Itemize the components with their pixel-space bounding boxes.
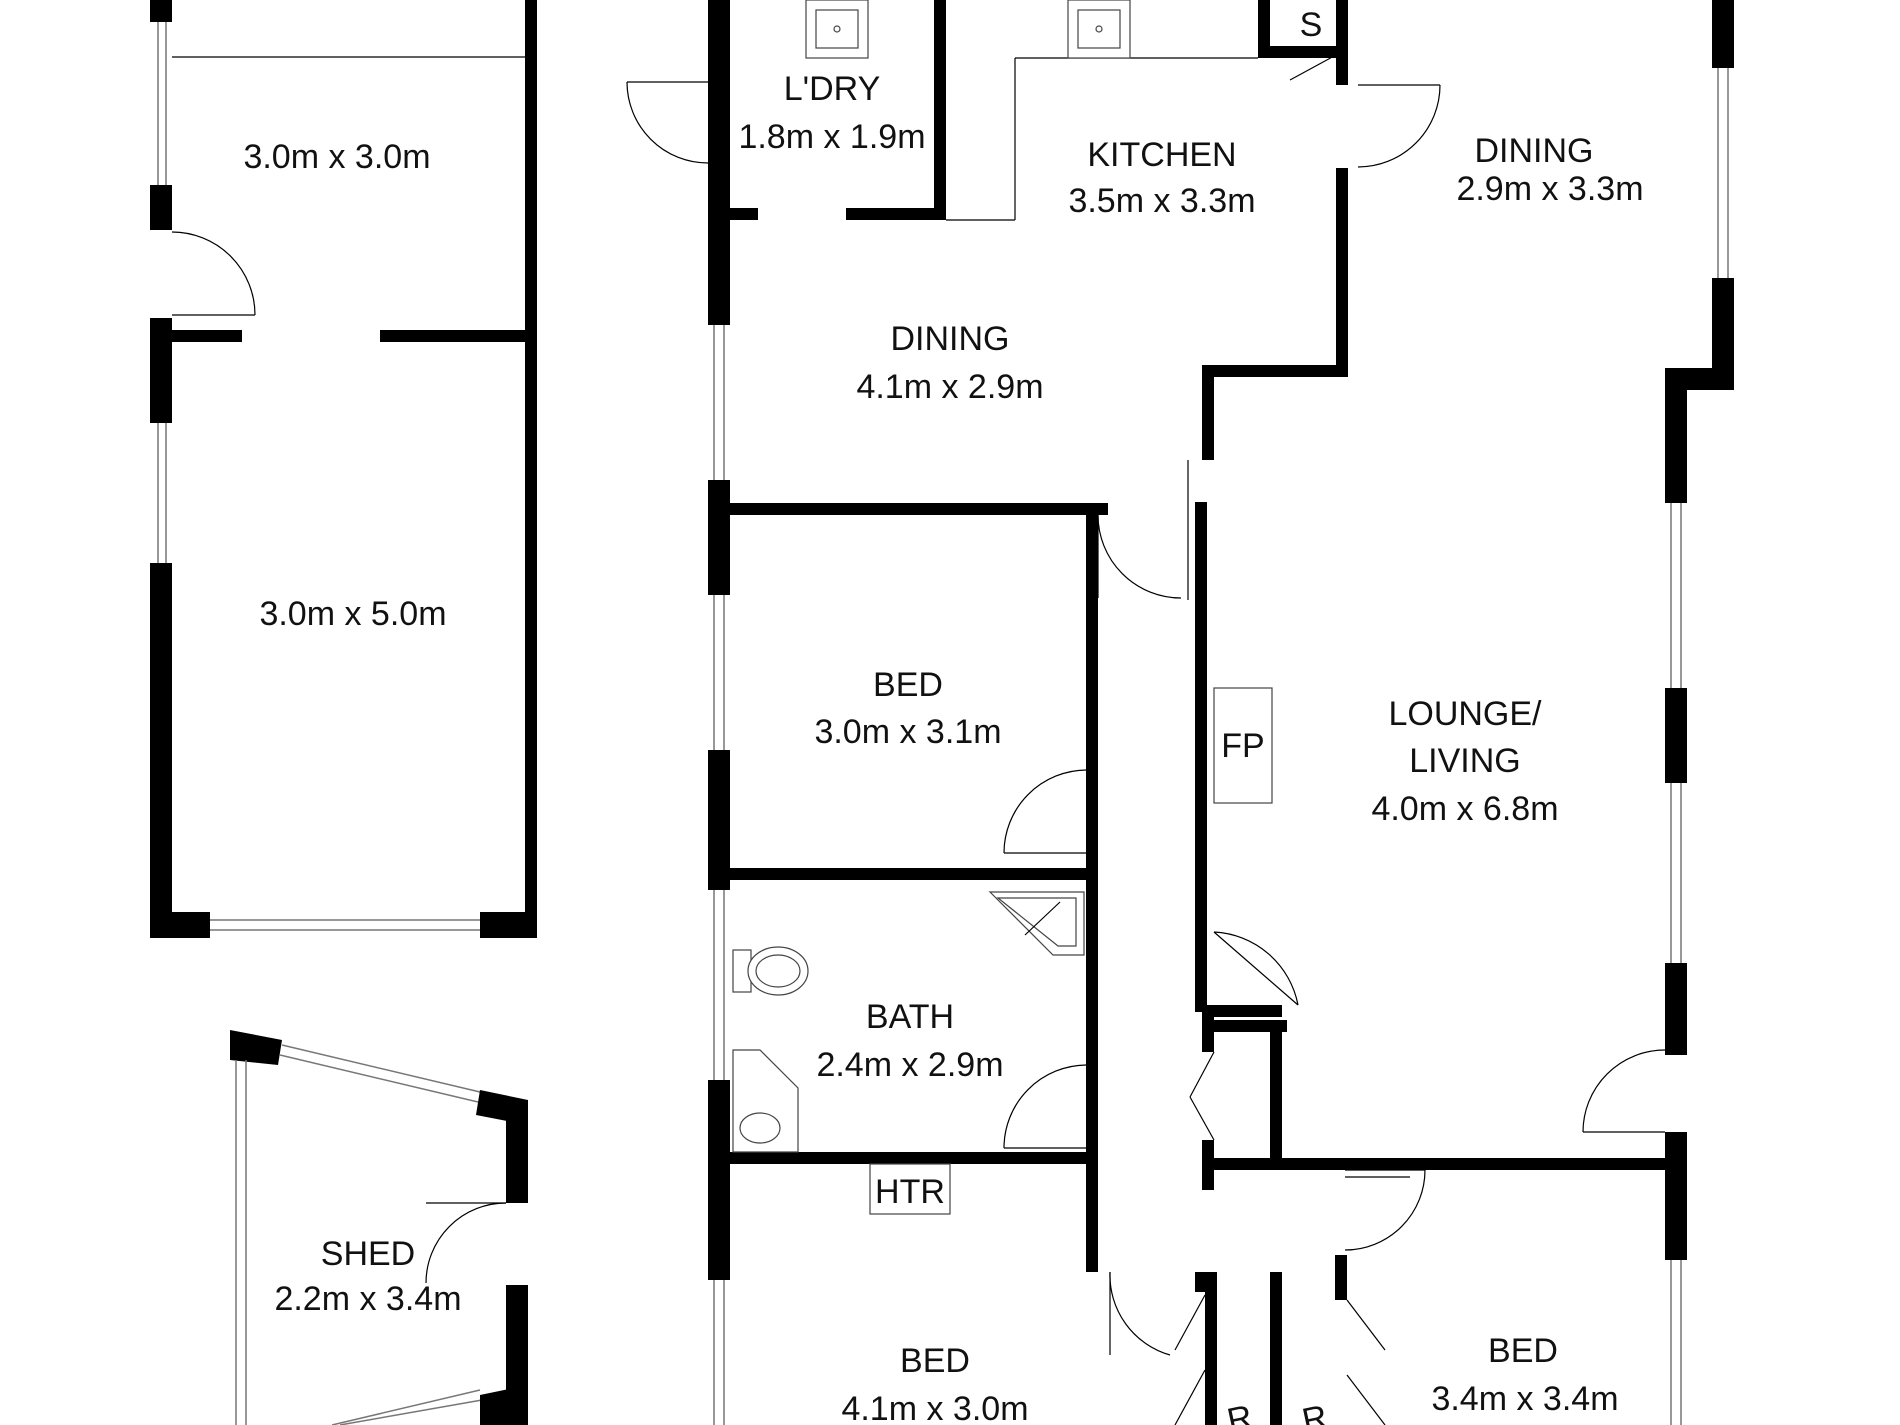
bed1-name: BED [873, 666, 943, 704]
laundry-dims: 1.8m x 1.9m [738, 118, 925, 156]
toilet-icon [732, 946, 809, 996]
carport-front-dims: 3.0m x 3.0m [243, 138, 430, 176]
dining-right-name: DINING [1475, 132, 1594, 170]
bed1-dims: 3.0m x 3.1m [814, 713, 1001, 751]
bath-name: BATH [866, 998, 954, 1036]
carport-rear-dims: 3.0m x 5.0m [259, 595, 446, 633]
shed-dims: 2.2m x 3.4m [274, 1280, 461, 1318]
dining-main-dims: 4.1m x 2.9m [856, 368, 1043, 406]
svg-text:HTR: HTR [875, 1173, 945, 1211]
dining-right-dims: 2.9m x 3.3m [1456, 170, 1643, 208]
bed2-dims: 4.1m x 3.0m [841, 1390, 1028, 1425]
laundry-name: L'DRY [784, 70, 881, 108]
lounge-name-2: LIVING [1409, 742, 1520, 780]
robe-left-label: R [1224, 1398, 1256, 1425]
pantry-label: S [1300, 6, 1323, 44]
laundry-tub-icon [805, 0, 869, 59]
shed [230, 1030, 528, 1425]
kitchen-sink-icon [1067, 0, 1131, 59]
lounge-name-1: LOUNGE/ [1388, 695, 1542, 733]
lounge-dims: 4.0m x 6.8m [1371, 790, 1558, 828]
bed3-name: BED [1488, 1332, 1558, 1370]
vanity-basin-icon [732, 1049, 799, 1153]
carport [150, 0, 537, 938]
svg-text:FP: FP [1221, 727, 1264, 765]
shed-name: SHED [321, 1235, 415, 1273]
bed3-dims: 3.4m x 3.4m [1431, 1380, 1618, 1418]
kitchen-name: KITCHEN [1087, 136, 1236, 174]
bed2-name: BED [900, 1342, 970, 1380]
svg-text:S: S [1300, 6, 1323, 44]
shower-icon [988, 891, 1085, 956]
bath-dims: 2.4m x 2.9m [816, 1046, 1003, 1084]
fireplace-icon: FP [1213, 687, 1273, 804]
heater-icon: HTR [869, 1163, 951, 1215]
robe-right-label: R [1299, 1398, 1331, 1425]
dining-main-name: DINING [891, 320, 1010, 358]
house-walls [626, 0, 1734, 1425]
kitchen-dims: 3.5m x 3.3m [1068, 182, 1255, 220]
